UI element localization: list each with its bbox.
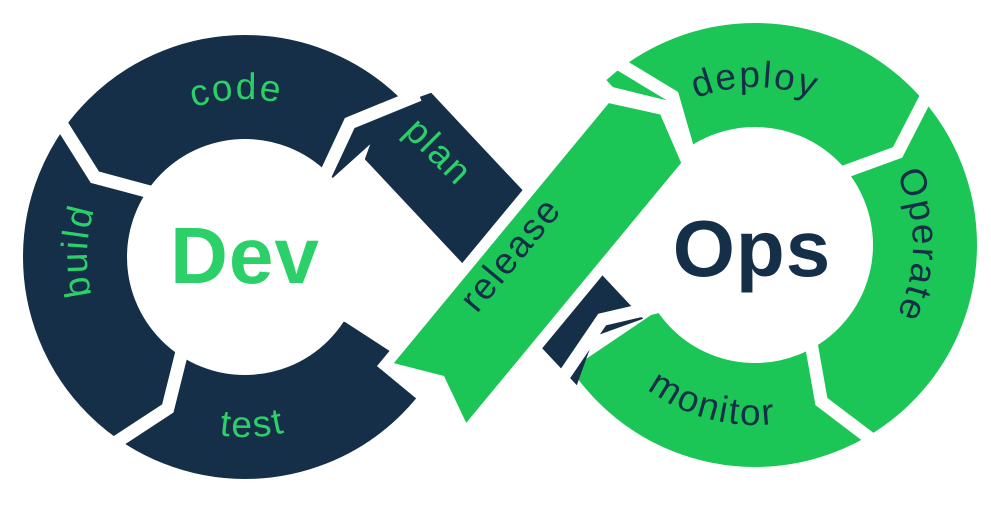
chevron-plan-code-icon — [313, 88, 422, 191]
dev-title: Dev — [170, 211, 320, 300]
ops-title: Ops — [673, 204, 832, 293]
chevron-code-build-icon — [49, 110, 166, 202]
chevron-operate-monitor-icon — [802, 330, 886, 452]
chevron-deploy-operate-icon — [828, 82, 938, 183]
chevron-build-test-icon — [101, 337, 192, 455]
chevron-release-deploy-icon — [605, 51, 699, 167]
chevron-monitor-plan-icon — [554, 297, 673, 386]
label-test: test — [218, 400, 288, 445]
release-band — [393, 103, 682, 423]
label-test-text: test — [218, 400, 286, 445]
